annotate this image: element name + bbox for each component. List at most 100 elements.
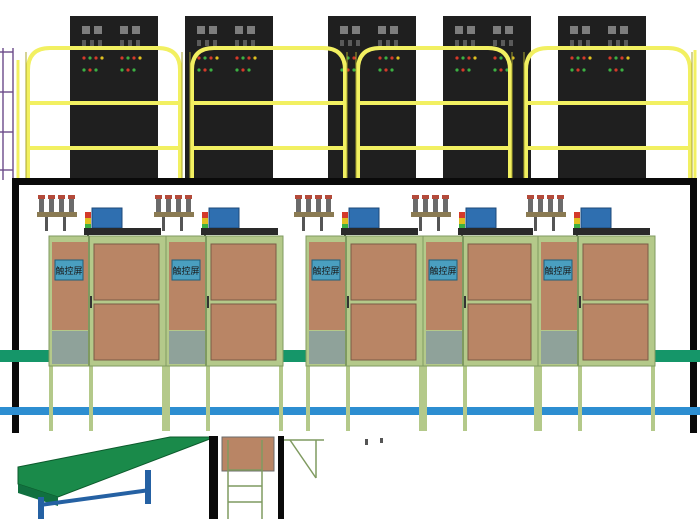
- touchscreen-label: 触控屏: [55, 265, 82, 277]
- signal-light-red-icon: [459, 212, 465, 218]
- green-conveyor: [17, 436, 216, 519]
- signal-light-red-icon: [574, 212, 580, 218]
- cabinet-switch-icon: [570, 40, 574, 46]
- door-handle-icon: [207, 296, 209, 308]
- gray-base-box: [169, 331, 205, 364]
- valve-stem-icon: [306, 195, 311, 212]
- valve-cap-icon: [442, 195, 449, 199]
- cabinet-meter-icon: [209, 26, 217, 34]
- indicator-green-icon: [390, 68, 394, 72]
- railing-top-rail: [26, 46, 182, 182]
- cabinet-switch-icon: [235, 40, 239, 46]
- signal-light-green-icon: [574, 224, 580, 230]
- cabinet-meter-icon: [197, 26, 205, 34]
- valve-pipe: [437, 217, 440, 231]
- left-panel: [52, 242, 88, 330]
- left-panel: [426, 242, 462, 330]
- indicator-red-icon: [570, 56, 574, 60]
- machine-leg: [534, 365, 538, 431]
- cabinet-switch-icon: [578, 40, 582, 46]
- indicator-green-icon: [203, 56, 207, 60]
- indicator-green-icon: [461, 56, 465, 60]
- machine-top-bar: [458, 228, 533, 235]
- valve-cap-icon: [325, 195, 332, 199]
- cabinet-switch-icon: [624, 40, 628, 46]
- indicator-red-icon: [132, 56, 136, 60]
- indicator-red-icon: [620, 56, 624, 60]
- indicator-red-icon: [378, 56, 382, 60]
- cabinet-switch-icon: [98, 40, 102, 46]
- indicator-yellow-icon: [100, 56, 104, 60]
- cabinet-switch-icon: [501, 40, 505, 46]
- valve-stem-icon: [69, 195, 74, 212]
- signal-light-green-icon: [342, 224, 348, 230]
- indicator-red-icon: [247, 56, 251, 60]
- valve-stem-icon: [558, 195, 563, 212]
- door-lower: [467, 303, 532, 361]
- machine-leg: [538, 365, 542, 431]
- valve-stem-icon: [443, 195, 448, 212]
- indicator-red-icon: [461, 68, 465, 72]
- valve-cap-icon: [155, 195, 162, 199]
- indicator-red-icon: [197, 56, 201, 60]
- indicator-red-icon: [467, 56, 471, 60]
- left-ladder: [0, 48, 14, 180]
- machines: 触控屏触控屏触控屏触控屏触控屏: [37, 195, 656, 431]
- door-handle-icon: [347, 296, 349, 308]
- signal-light-yellow-icon: [574, 218, 580, 224]
- cabinet-meter-icon: [94, 26, 102, 34]
- cabinet-meter-icon: [493, 26, 501, 34]
- door-upper: [93, 243, 160, 301]
- railing-section: [26, 46, 182, 182]
- signal-light-red-icon: [202, 212, 208, 218]
- cabinet-switch-icon: [348, 40, 352, 46]
- door-upper: [350, 243, 417, 301]
- cabinet-meter-icon: [120, 26, 128, 34]
- cabinet-switch-icon: [205, 40, 209, 46]
- valve-stem-icon: [433, 195, 438, 212]
- valve-stem-icon: [413, 195, 418, 212]
- indicator-green-icon: [505, 68, 509, 72]
- valve-cap-icon: [547, 195, 554, 199]
- signal-light-yellow-icon: [85, 218, 91, 224]
- valve-stem-icon: [538, 195, 543, 212]
- valve-cap-icon: [422, 195, 429, 199]
- door-handle-icon: [464, 296, 466, 308]
- machine-leg: [578, 365, 582, 431]
- cabinet-meter-icon: [570, 26, 578, 34]
- cabinet-3: [328, 16, 416, 180]
- indicator-red-icon: [455, 56, 459, 60]
- door-lower: [210, 303, 277, 361]
- cabinet-meter-icon: [235, 26, 243, 34]
- cabinet-switch-icon: [509, 40, 513, 46]
- door-lower: [93, 303, 160, 361]
- railing-edge: [25, 52, 183, 180]
- cabinet-switch-icon: [213, 40, 217, 46]
- indicator-green-icon: [235, 68, 239, 72]
- door-lower: [350, 303, 417, 361]
- indicator-red-icon: [82, 56, 86, 60]
- indicator-green-icon: [120, 68, 124, 72]
- machine-leg: [651, 365, 655, 431]
- indicator-green-icon: [82, 68, 86, 72]
- indicator-red-icon: [608, 56, 612, 60]
- signal-light-green-icon: [202, 224, 208, 230]
- railing-section: [190, 46, 347, 182]
- valve-cap-icon: [58, 195, 65, 199]
- valve-pipe: [180, 217, 183, 231]
- blue-control-box: [465, 207, 497, 229]
- signal-light-red-icon: [85, 212, 91, 218]
- valve-cap-icon: [185, 195, 192, 199]
- touchscreen: [543, 259, 573, 281]
- valve-cap-icon: [175, 195, 182, 199]
- touchscreen: [171, 259, 201, 281]
- indicator-red-icon: [576, 68, 580, 72]
- gray-base-box: [426, 331, 462, 364]
- blue-control-box: [580, 207, 612, 229]
- indicator-yellow-icon: [588, 56, 592, 60]
- indicator-red-icon: [126, 68, 130, 72]
- cabinet-meter-icon: [608, 26, 616, 34]
- door-handle-icon: [90, 296, 92, 308]
- indicator-red-icon: [209, 56, 213, 60]
- blue-control-box: [208, 207, 240, 229]
